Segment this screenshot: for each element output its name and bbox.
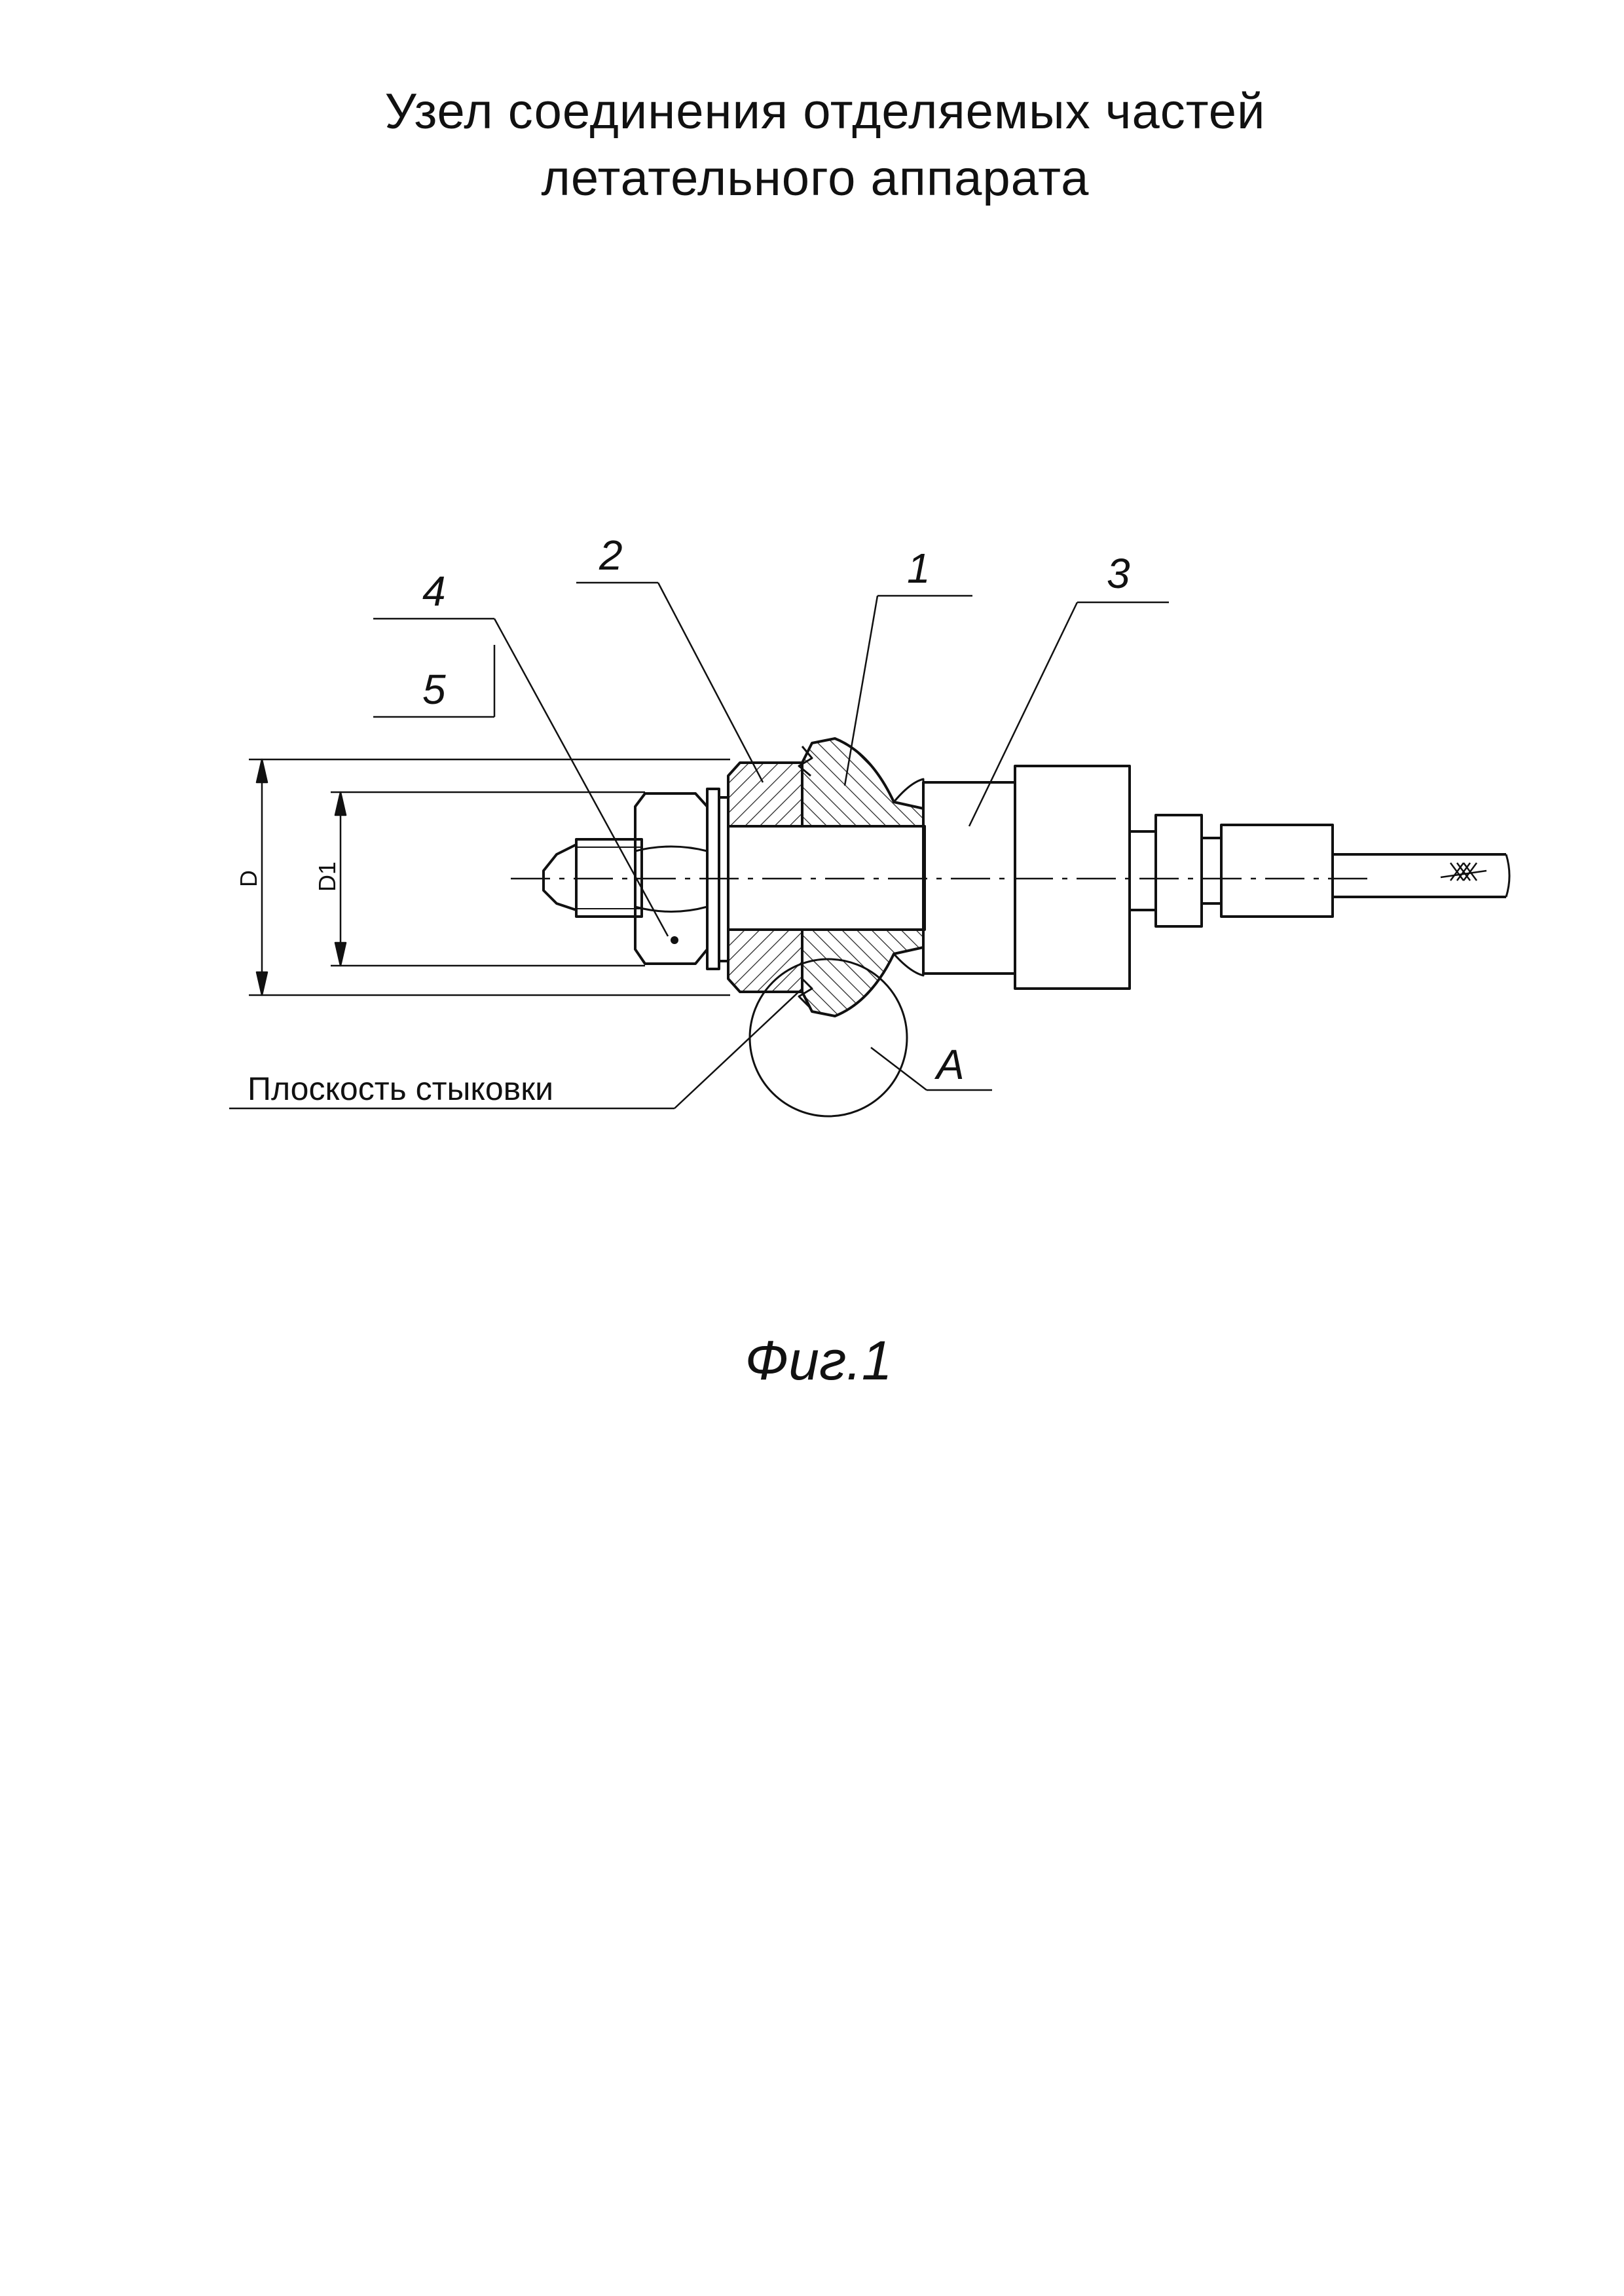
callout-4: 4 bbox=[422, 568, 446, 615]
bolt-thread bbox=[575, 838, 643, 918]
connector-stem bbox=[1128, 830, 1157, 911]
mating-plane-bottom bbox=[798, 977, 813, 1010]
leader-lines bbox=[229, 581, 1169, 1110]
callout-3: 3 bbox=[1107, 550, 1130, 597]
callout-a: А bbox=[934, 1041, 965, 1088]
dimension-d1-label: D1 bbox=[314, 862, 341, 892]
figure-caption: Фиг.1 bbox=[745, 1330, 893, 1391]
connector-body bbox=[1220, 824, 1334, 918]
hex-nut bbox=[634, 792, 709, 965]
title-line-1: Узел соединения отделяемых частей bbox=[384, 84, 1266, 139]
left-fitting-bottom bbox=[727, 928, 803, 993]
mating-plane-label: Плоскость стыковки bbox=[248, 1070, 553, 1107]
callout-5: 5 bbox=[422, 666, 446, 713]
document-title: Узел соединения отделяемых частей летате… bbox=[0, 79, 1624, 212]
connector-neck bbox=[1200, 837, 1223, 905]
dimension-d-label: D bbox=[235, 870, 262, 887]
connector-collar bbox=[1154, 814, 1203, 928]
callout-2: 2 bbox=[599, 532, 623, 579]
mating-plane-top bbox=[798, 746, 813, 777]
right-fitting-top bbox=[801, 737, 925, 828]
title-line-2: летательного аппарата bbox=[541, 151, 1090, 206]
dimension-d bbox=[249, 758, 730, 996]
callout-1: 1 bbox=[907, 545, 931, 592]
right-fitting-bottom bbox=[801, 928, 925, 1017]
dimension-d1 bbox=[331, 791, 645, 967]
cable-braid-icon bbox=[1440, 862, 1487, 881]
left-fitting-top bbox=[727, 761, 803, 828]
housing-body bbox=[1014, 765, 1131, 990]
bolt-tip bbox=[542, 843, 578, 911]
